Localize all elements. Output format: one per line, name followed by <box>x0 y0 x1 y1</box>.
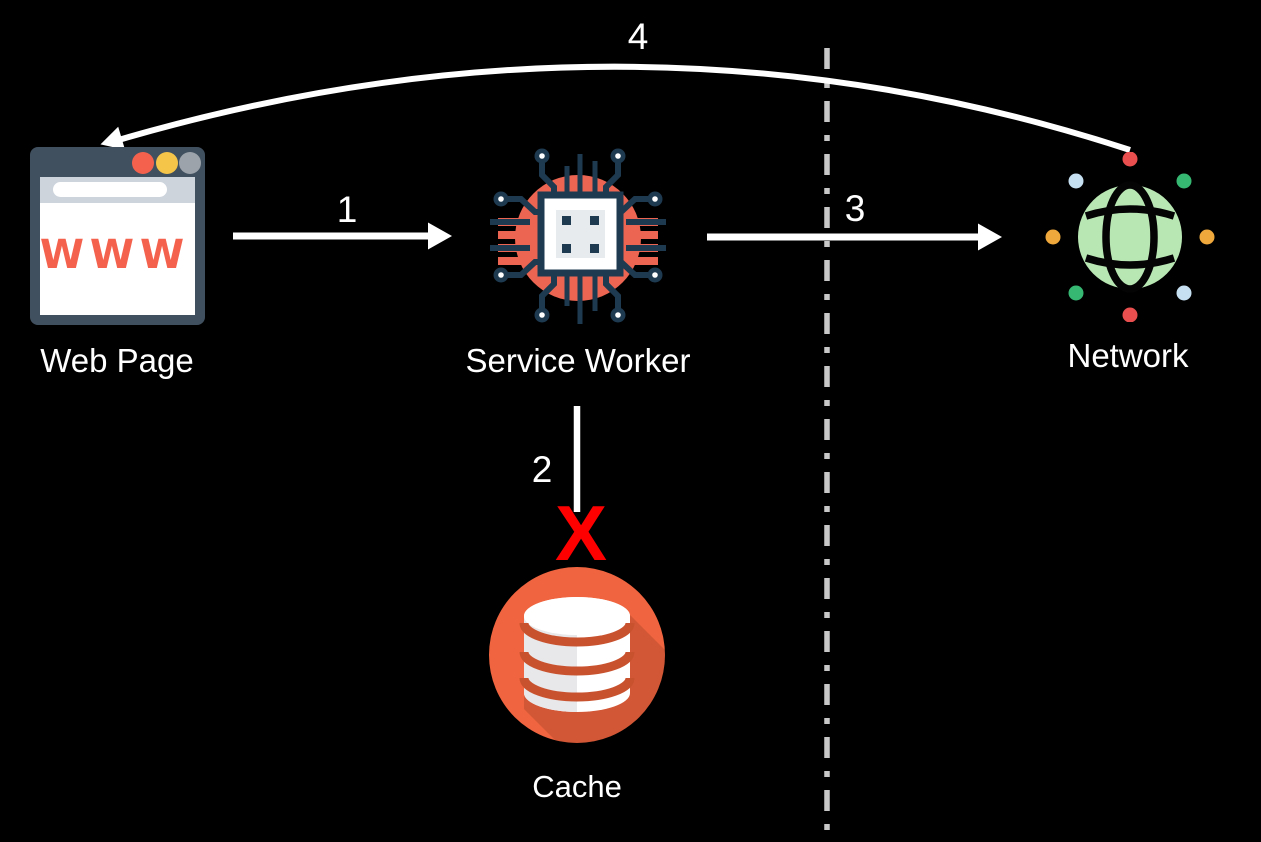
web-page-label: Web Page <box>40 342 194 379</box>
step-number-1: 1 <box>336 189 358 230</box>
arrow-step-1 <box>233 222 452 250</box>
arrow-step-4 <box>100 63 1131 153</box>
browser-dot-red-icon <box>132 152 154 174</box>
cpu-chip-icon <box>490 148 666 324</box>
service-worker-node <box>488 148 668 343</box>
browser-www-text: WWW <box>40 232 190 278</box>
blocked-x-marker: X <box>554 489 608 577</box>
step-number-3: 3 <box>844 188 866 229</box>
browser-dot-gray-icon <box>179 152 201 174</box>
step-number-4: 4 <box>627 16 649 57</box>
arrow-step-3 <box>707 223 1002 251</box>
network-label: Network <box>1067 337 1189 374</box>
globe-icon <box>1045 151 1215 323</box>
service-worker-label: Service Worker <box>465 342 691 379</box>
browser-dot-yellow-icon <box>156 152 178 174</box>
browser-address-bar <box>53 182 167 197</box>
network-node <box>1045 151 1215 327</box>
network-satellite-dots <box>1045 151 1215 323</box>
step-number-2: 2 <box>531 449 553 490</box>
browser-window-icon: WWW <box>30 147 205 325</box>
cache-label: Cache <box>532 769 622 804</box>
database-icon <box>489 567 665 743</box>
web-page-node: WWW <box>30 147 205 330</box>
cache-node <box>487 565 667 750</box>
